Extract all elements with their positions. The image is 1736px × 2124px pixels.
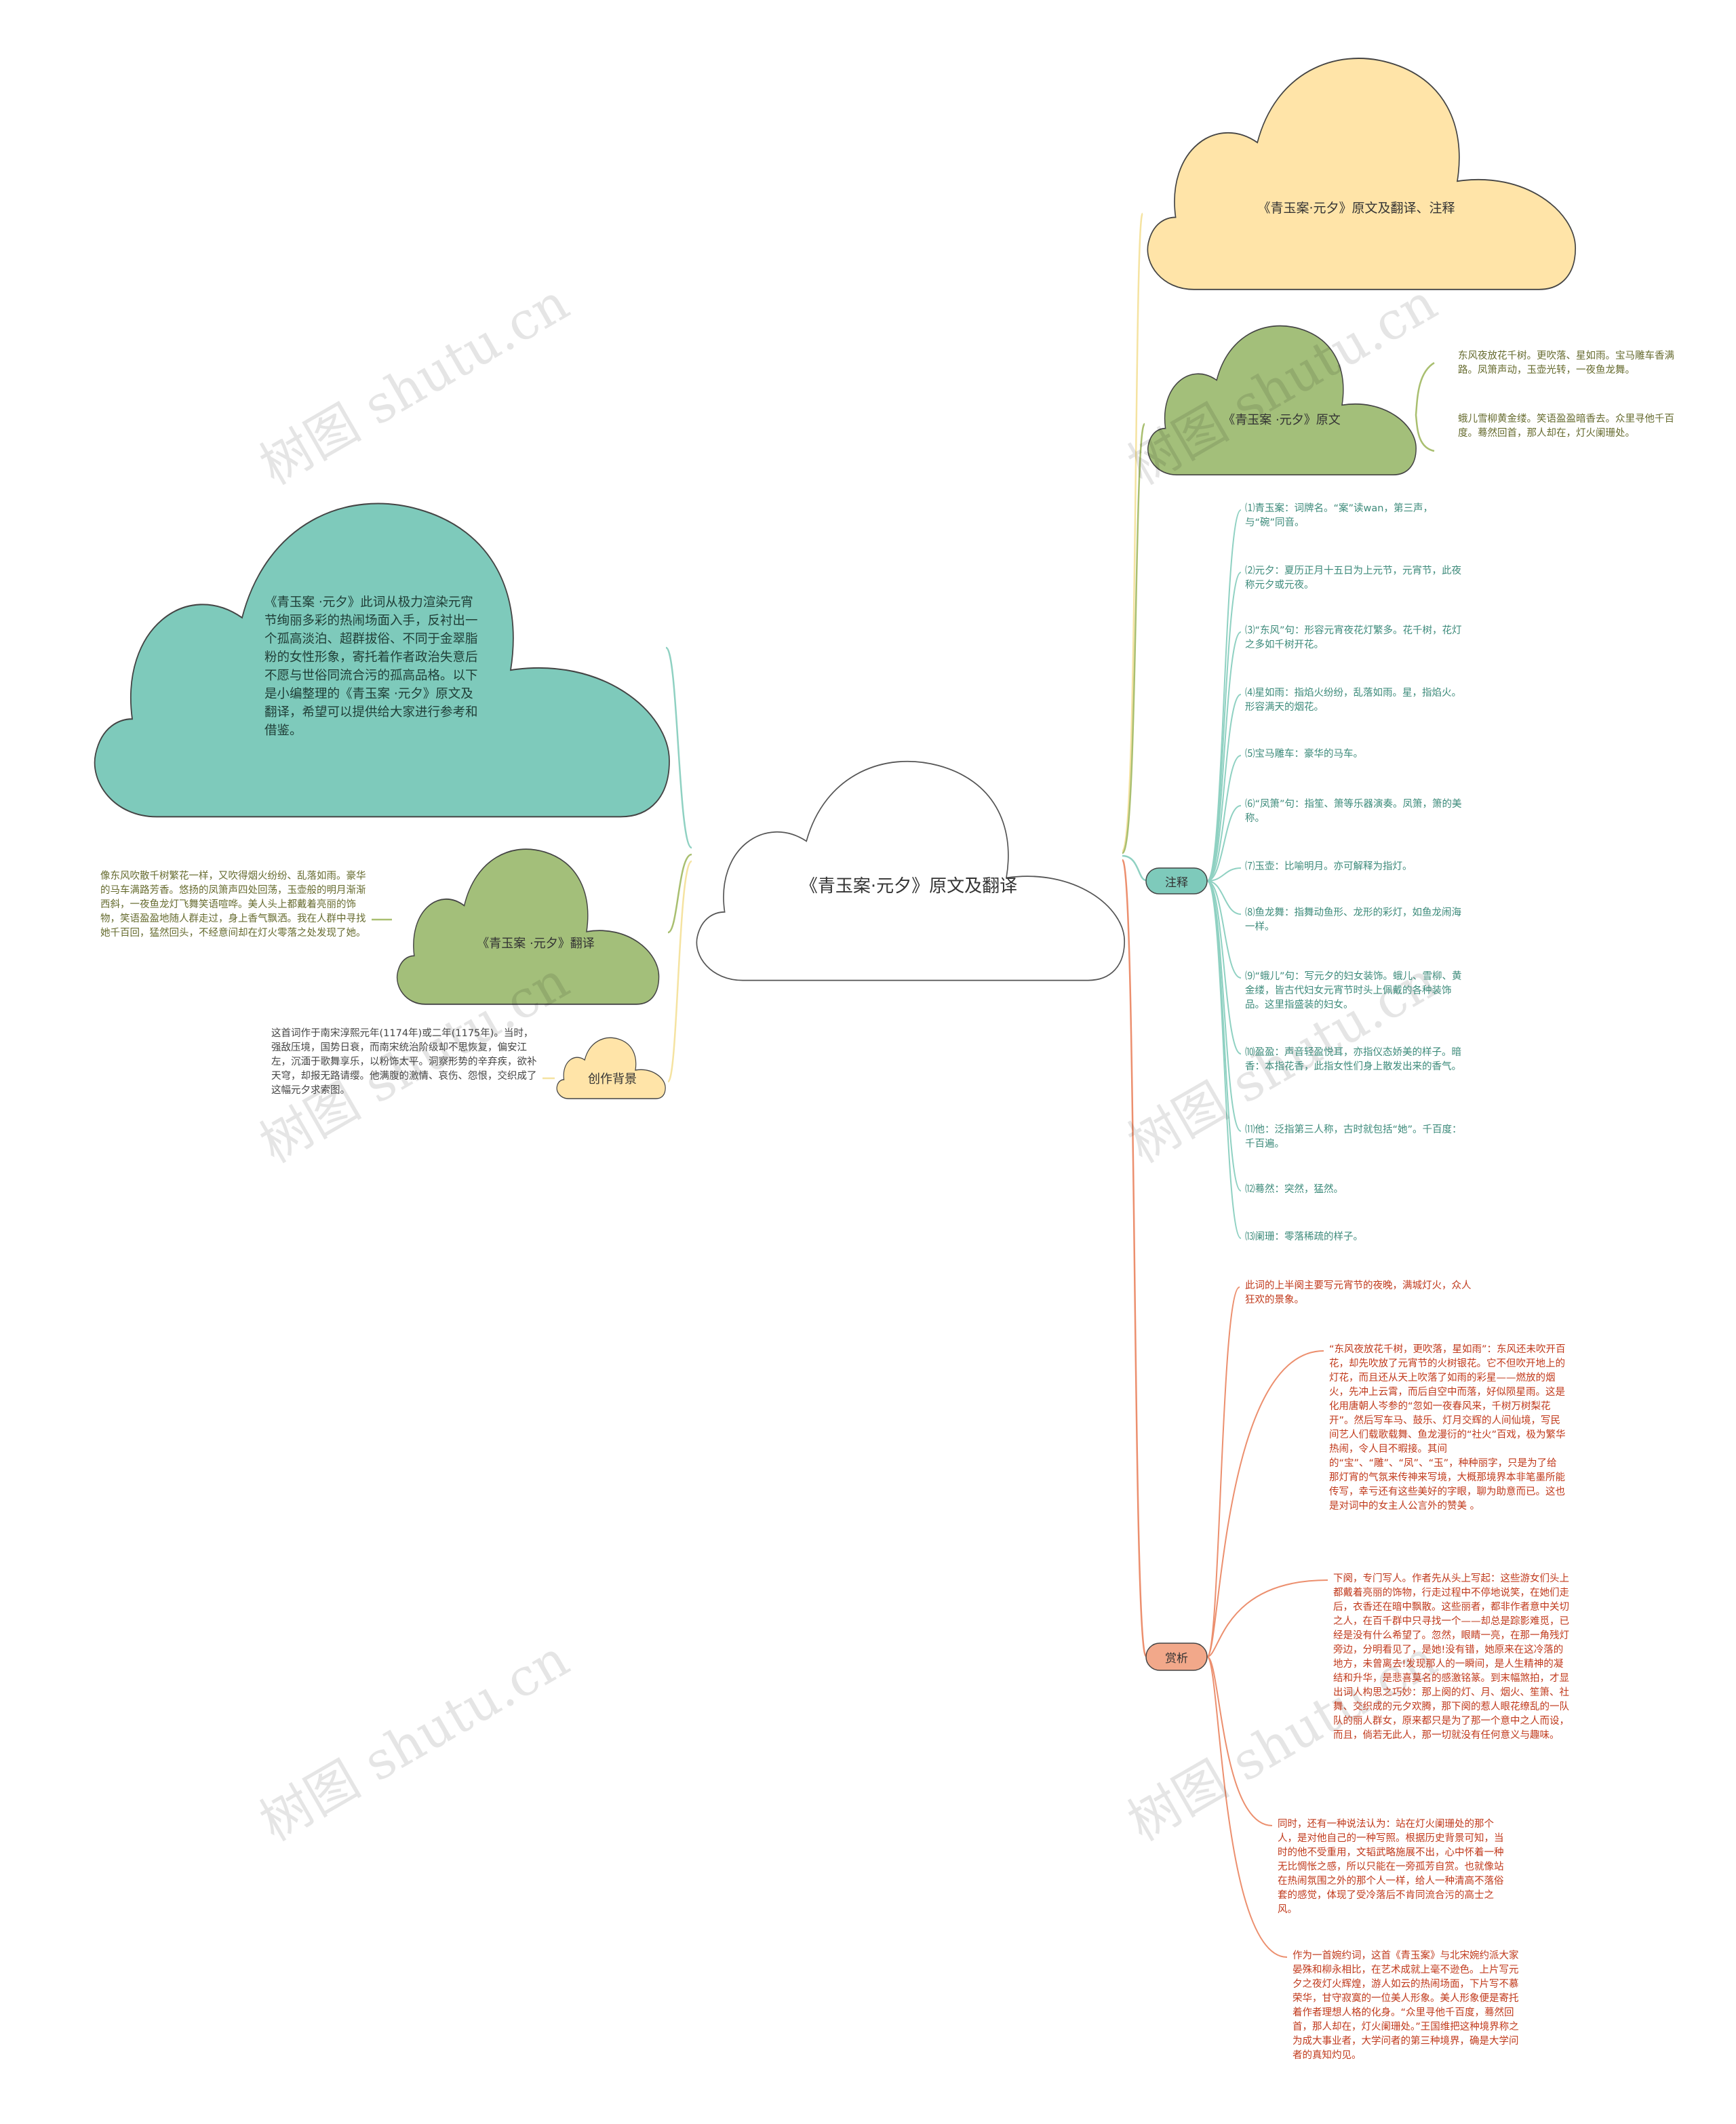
note-item: ⑵元夕：夏历正月十五日为上元节，元宵节，此夜称元夕或元夜。	[1245, 566, 1461, 591]
background-label[interactable]: 创作背景	[588, 1072, 637, 1086]
appreciation-item: 下阕，专门写人。作者先从头上写起：这些游女们头上都戴着亮丽的饰物，行走过程中不停…	[1333, 1573, 1569, 1741]
note-branch	[1206, 572, 1242, 882]
note-item: ⑾他：泛指第三人称，古时就包括“她”。千百度：千百遍。	[1245, 1124, 1462, 1149]
note-branch	[1206, 509, 1242, 882]
note-branch	[1206, 880, 1242, 1055]
appreciation-item: “东风夜放花千树，更吹落，星如雨”：东风还未吹开百花，却先吹放了元宵节的火树银花…	[1329, 1344, 1566, 1512]
note-item: ⑿蓦然：突然，猛然。	[1245, 1184, 1343, 1195]
root-node-title[interactable]: 《青玉案·元夕》原文及翻译	[800, 876, 1018, 897]
connector-background	[667, 860, 693, 1083]
note-item: ⑻鱼龙舞：指舞动鱼形、龙形的彩灯，如鱼龙闹海一样。	[1245, 907, 1461, 932]
appreciation-branch	[1206, 1350, 1324, 1657]
intro-text[interactable]: 《青玉案 ·元夕》此词从极力渲染元宵节绚丽多彩的热闹场面入手，反衬出一个孤高淡泊…	[264, 595, 478, 738]
original-line: 蛾儿雪柳黄金缕。笑语盈盈暗香去。众里寻他千百度。蓦然回首，那人却在，灯火阑珊处。	[1458, 414, 1674, 439]
note-item: ⒀阑珊：零落稀疏的样子。	[1245, 1232, 1363, 1242]
note-branch	[1206, 755, 1242, 882]
appreciation-branch	[1206, 1656, 1288, 1958]
note-branch	[1206, 880, 1242, 979]
appreciation-pill[interactable]	[1145, 1643, 1208, 1671]
title-node-label[interactable]: 《青玉案·元夕》原文及翻译、注释	[1257, 200, 1455, 216]
note-item: ⑼“蛾儿”句：写元夕的妇女装饰。蛾儿、雪柳、黄金缕，皆古代妇女元宵节时头上佩戴的…	[1245, 971, 1462, 1010]
appreciation-item: 同时，还有一种说法认为：站在灯火阑珊处的那个人，是对他自己的一种写照。根据历史背…	[1278, 1819, 1504, 1915]
appreciation-label[interactable]: 赏析	[1165, 1651, 1188, 1666]
note-item: ⑶“东风”句：形容元宵夜花灯繁多。花千树，花灯之多如千树开花。	[1245, 625, 1462, 650]
translation-label[interactable]: 《青玉案 ·元夕》翻译	[477, 937, 595, 951]
connector-translation	[667, 853, 692, 934]
note-branch	[1206, 867, 1242, 882]
note-item: ⑽盈盈：声音轻盈悦耳，亦指仪态娇美的样子。暗香：本指花香，此指女性们身上散发出来…	[1245, 1047, 1461, 1072]
translation-text: 像东风吹散千树繁花一样，又吹得烟火纷纷、乱落如雨。豪华的马车满路芳香。悠扬的凤箫…	[100, 871, 366, 939]
connector-title-node	[1121, 212, 1144, 852]
connector-original	[1121, 422, 1146, 854]
appreciation-branch	[1206, 1656, 1273, 1826]
original-line: 东风夜放花千树。更吹落、星如雨。宝马雕车香满路。凤箫声动，玉壶光转，一夜鱼龙舞。	[1458, 351, 1674, 376]
connector-notes	[1122, 854, 1147, 882]
note-item: ⑹“凤箫”句：指笙、箫等乐器演奏。凤箫，箫的美称。	[1245, 799, 1462, 824]
background-text: 这首词作于南宋淳熙元年(1174年)或二年(1175年)。当时，强敌压境，国势日…	[271, 1028, 537, 1096]
notes-branches	[1206, 509, 1242, 1239]
note-branch	[1206, 631, 1242, 882]
title-node-cloud	[1147, 58, 1577, 290]
notes-pill[interactable]	[1145, 867, 1208, 894]
original-label[interactable]: 《青玉案 ·元夕》原文	[1223, 413, 1341, 427]
left-connectors	[372, 646, 693, 1083]
connector-appreciation	[1121, 859, 1147, 1657]
note-item: ⑺玉壶：比喻明月。亦可解释为指灯。	[1245, 861, 1413, 872]
notes-label[interactable]: 注释	[1165, 876, 1188, 890]
appreciation-branches	[1206, 1286, 1328, 1958]
connector-intro	[665, 646, 693, 849]
note-item: ⑴青玉案：词牌名。“案”读wan，第三声，与“碗”同音。	[1245, 503, 1433, 528]
appreciation-item: 此词的上半阕主要写元宵节的夜晚，满城灯火，众人狂欢的景象。	[1245, 1280, 1472, 1305]
note-branch	[1206, 805, 1242, 882]
original-brace	[1415, 361, 1435, 452]
appreciation-item: 作为一首婉约词，这首《青玉案》与北宋婉约派大家晏殊和柳永相比，在艺术成就上毫不逊…	[1293, 1950, 1519, 2061]
note-branch	[1206, 694, 1242, 882]
note-item: ⑷星如雨：指焰火纷纷，乱落如雨。星，指焰火。形容满天的烟花。	[1245, 688, 1461, 713]
note-branch	[1206, 880, 1242, 1239]
right-connectors	[1121, 212, 1435, 1657]
appreciation-branch	[1206, 1286, 1240, 1657]
note-branch	[1206, 880, 1242, 915]
note-item: ⑸宝马雕车：豪华的马车。	[1245, 749, 1363, 760]
appreciation-branch	[1206, 1579, 1328, 1657]
